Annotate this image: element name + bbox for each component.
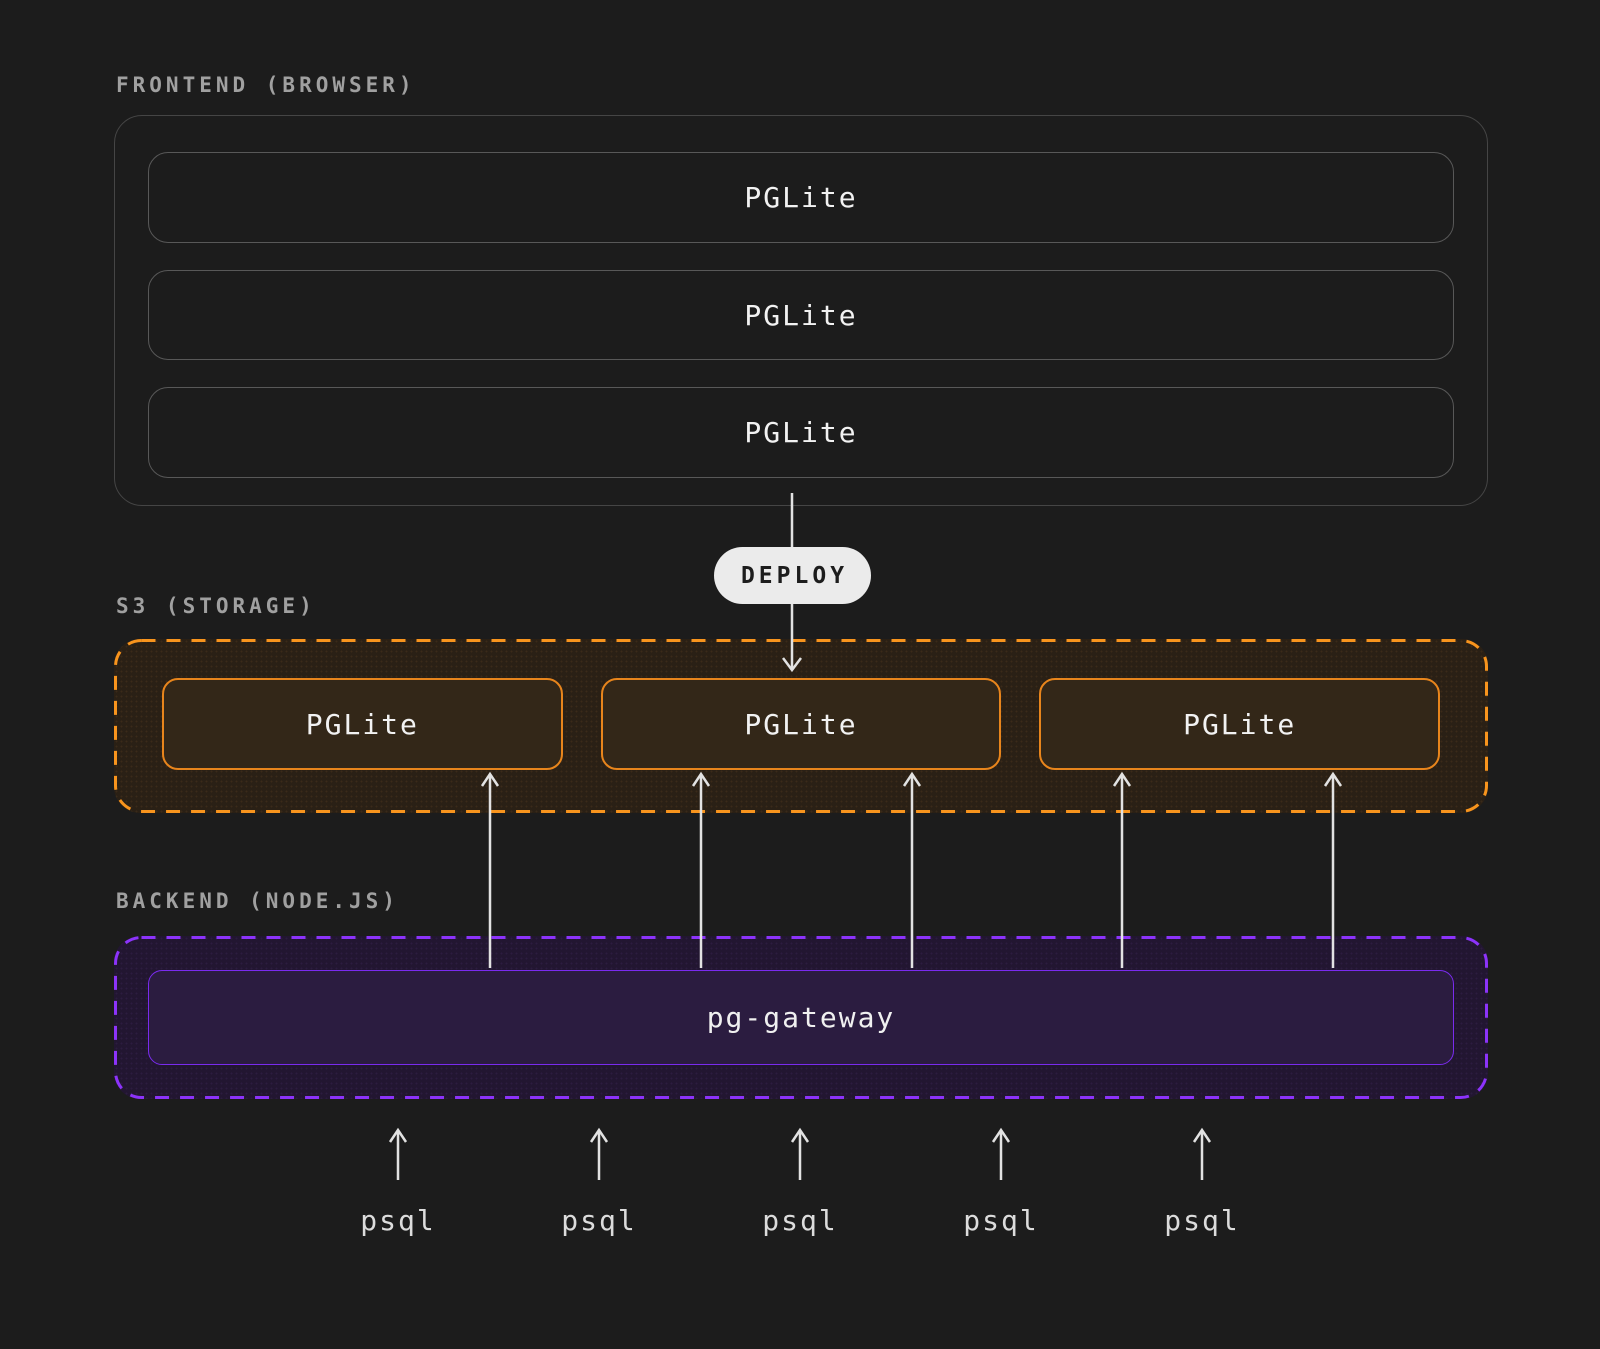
s3-dashed-border: [114, 639, 1488, 813]
frontend-group: PGLite PGLite PGLite: [114, 115, 1488, 506]
frontend-pglite-node-1: PGLite: [148, 152, 1454, 243]
psql-arrow-4: [991, 1127, 1011, 1180]
psql-client-label-2: psql: [561, 1204, 637, 1237]
psql-client-label-3: psql: [762, 1204, 838, 1237]
s3-group: PGLite PGLite PGLite: [114, 639, 1488, 813]
frontend-section-label: FRONTEND (BROWSER): [116, 73, 416, 97]
backend-section-label: BACKEND (NODE.JS): [116, 889, 399, 913]
psql-arrow-3: [790, 1127, 810, 1180]
s3-pglite-node-2: PGLite: [600, 678, 1002, 770]
psql-arrow-1: [388, 1127, 408, 1180]
s3-pglite-node-3: PGLite: [1039, 678, 1441, 770]
s3-pglite-node-1: PGLite: [162, 678, 563, 770]
psql-client-label-1: psql: [360, 1204, 436, 1237]
s3-section-label: S3 (STORAGE): [116, 594, 316, 618]
psql-arrow-2: [589, 1127, 609, 1180]
backend-dashed-border: [114, 936, 1488, 1099]
frontend-pglite-node-2: PGLite: [148, 269, 1454, 361]
psql-client-label-4: psql: [963, 1204, 1039, 1237]
deploy-badge: DEPLOY: [714, 547, 871, 604]
backend-group: pg-gateway: [114, 936, 1488, 1099]
psql-arrow-5: [1192, 1127, 1212, 1180]
frontend-pglite-node-3: PGLite: [148, 387, 1454, 479]
psql-client-label-5: psql: [1164, 1204, 1240, 1237]
pg-gateway-node: pg-gateway: [148, 970, 1454, 1065]
